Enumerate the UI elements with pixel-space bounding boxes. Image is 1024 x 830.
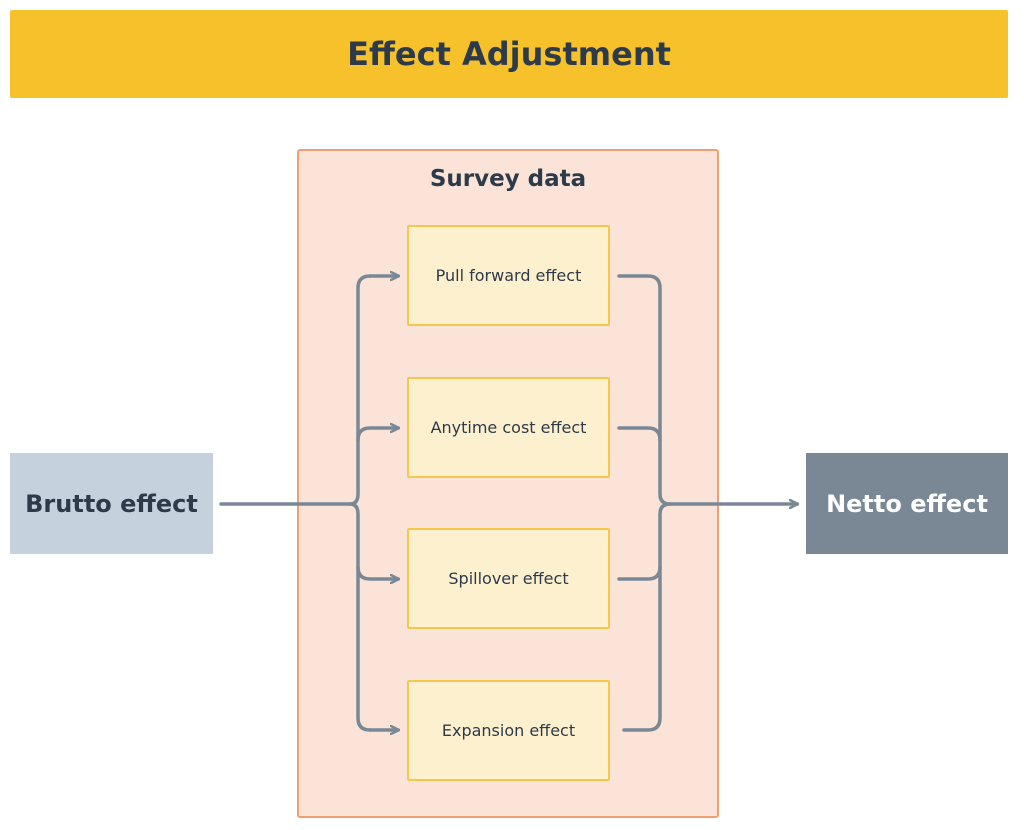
branch-to-anytime-cost <box>356 428 398 442</box>
left-trunk-lower <box>348 502 372 732</box>
netto-effect-box: Netto effect <box>806 453 1008 554</box>
merge-from-spillover <box>617 565 662 581</box>
title-banner: Effect Adjustment <box>10 10 1008 98</box>
effect-box-pull-forward: Pull forward effect <box>407 225 610 326</box>
merge-from-anytime-cost <box>617 426 662 442</box>
branch-to-spillover <box>356 565 398 579</box>
brutto-effect-box: Brutto effect <box>10 453 213 554</box>
effect-box-anytime-cost: Anytime cost effect <box>407 377 610 478</box>
effect-box-expansion: Expansion effect <box>407 680 610 781</box>
effect-box-spillover: Spillover effect <box>407 528 610 629</box>
survey-data-label: Survey data <box>429 166 587 192</box>
merge-from-pull-forward <box>617 274 672 506</box>
diagram-title: Effect Adjustment <box>347 35 671 73</box>
merge-from-expansion <box>622 502 672 732</box>
left-trunk <box>348 274 372 506</box>
